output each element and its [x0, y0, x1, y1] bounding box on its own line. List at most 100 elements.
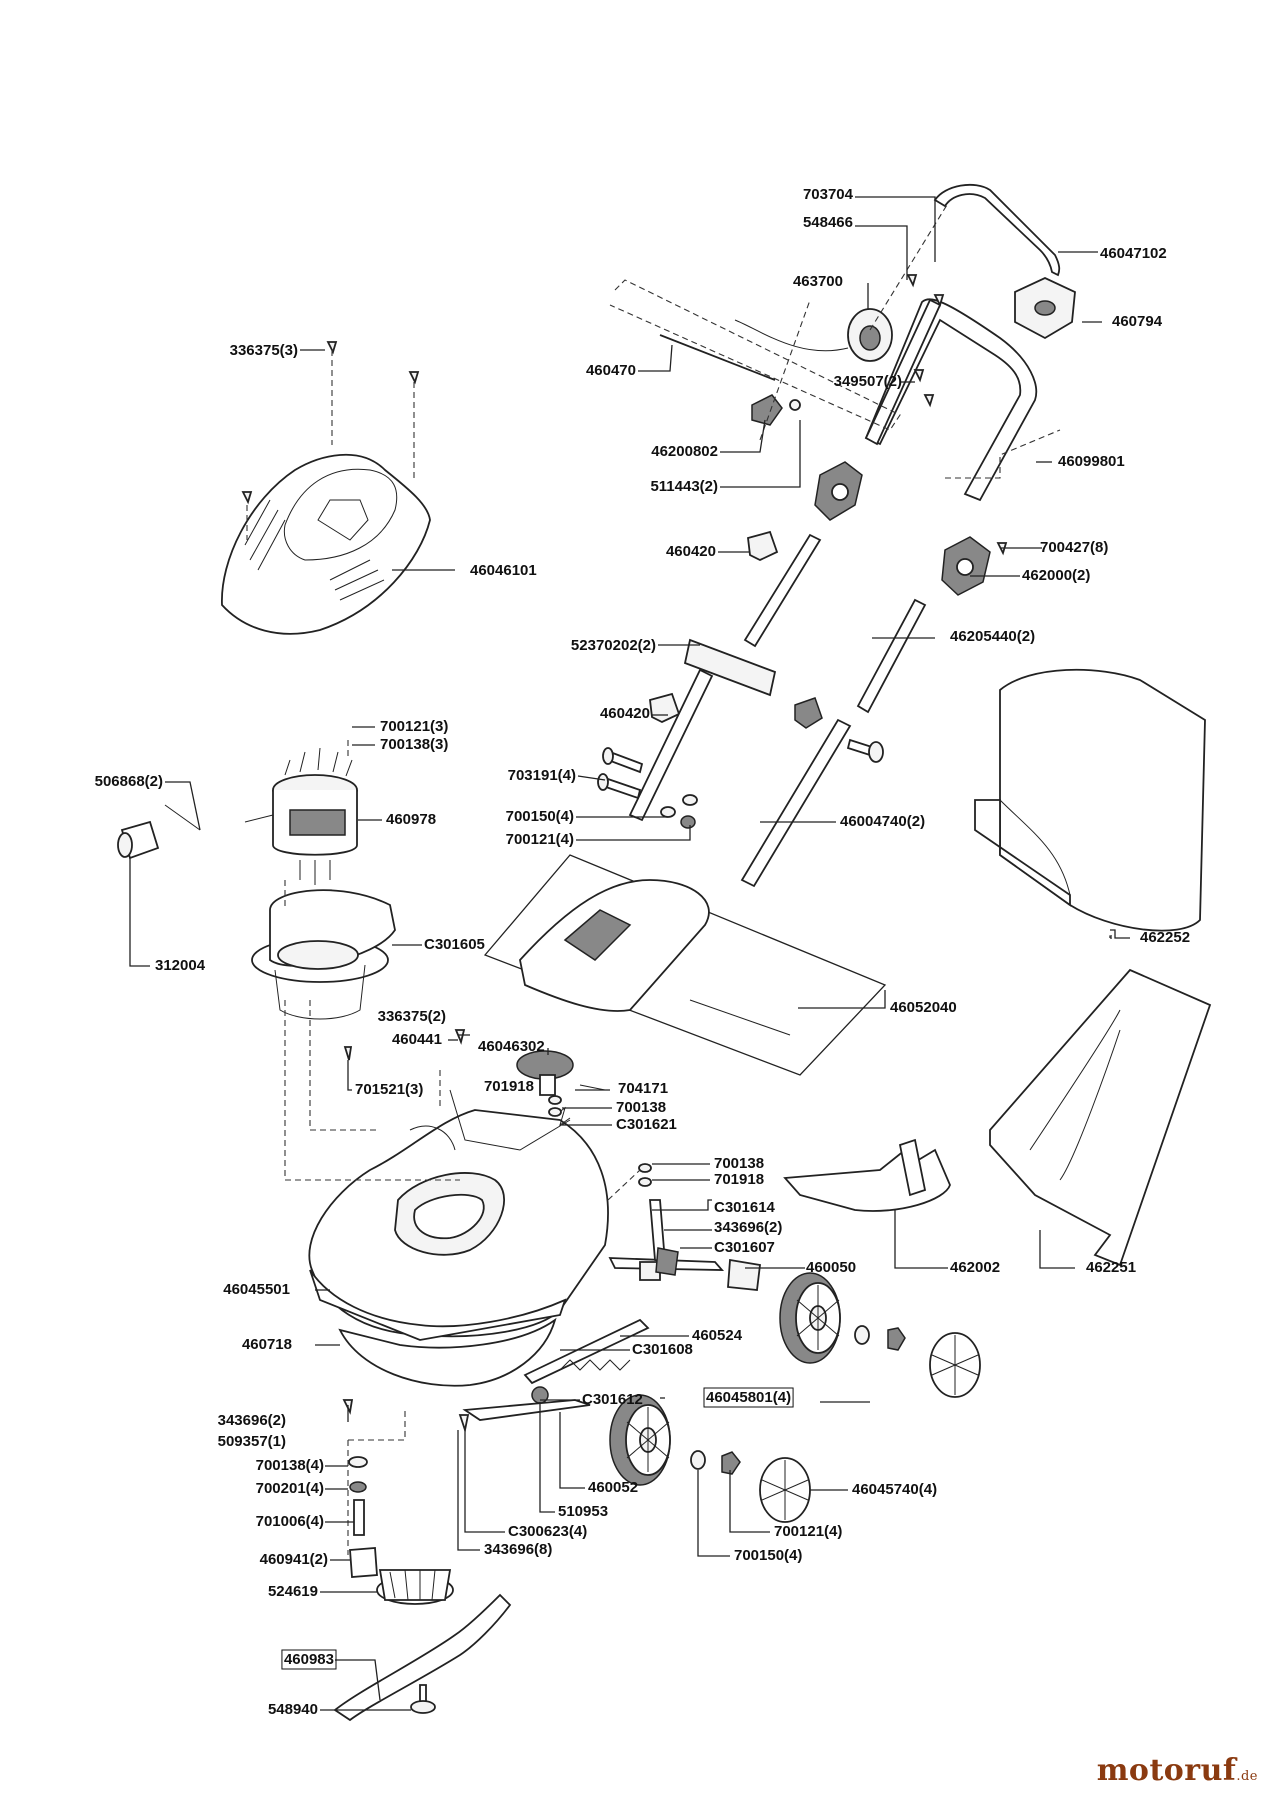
mid-handle-tube-right	[856, 598, 927, 714]
handle-knob-462000	[941, 536, 991, 596]
part-label: C300623(4)	[508, 1523, 587, 1540]
part-label: 701918	[714, 1171, 764, 1188]
spacer-460941	[349, 1547, 378, 1578]
cable-clip-460420-a	[747, 530, 779, 562]
part-label-box	[703, 1387, 794, 1408]
brand-tld: .de	[1236, 1769, 1258, 1784]
grass-bag-462252	[974, 668, 1206, 932]
part-label: 46200802	[651, 443, 718, 460]
nut-right	[887, 1327, 906, 1351]
mulch-plug-462002	[783, 1148, 951, 1212]
part-label: 46047102	[1100, 245, 1167, 262]
wing-nut	[794, 697, 823, 729]
deck-46045501	[308, 1089, 609, 1341]
part-label: 460470	[586, 362, 636, 379]
part-label: 46045501	[223, 1281, 290, 1298]
wire-506868	[164, 804, 201, 831]
part-label: 506868(2)	[95, 773, 163, 790]
part-label: 349507(2)	[834, 373, 902, 390]
part-label: 343696(8)	[484, 1541, 552, 1558]
part-label: 462002	[950, 1259, 1000, 1276]
part-label: 46045801(4)	[706, 1389, 791, 1406]
part-label: 46046101	[470, 562, 537, 579]
part-label: 700150(4)	[734, 1547, 802, 1564]
part-label: 460420	[600, 705, 650, 722]
lower-handle-tube-right	[740, 718, 852, 888]
part-label: 463700	[793, 273, 843, 290]
part-label: 460050	[806, 1259, 856, 1276]
brush-312004	[117, 820, 160, 860]
part-label: C301621	[616, 1116, 677, 1133]
mid-handle-tube-left	[743, 533, 822, 648]
handle-dashed-outline	[609, 279, 901, 431]
lower-handle-tube-left	[628, 668, 714, 822]
handle-knob-upper	[814, 461, 863, 521]
guide-plate-46052040	[483, 854, 887, 1076]
hub-cap-right	[929, 1332, 981, 1398]
part-label: 701918	[484, 1078, 534, 1095]
part-label: 700427(8)	[1040, 539, 1108, 556]
part-label: 509357(1)	[218, 1433, 286, 1450]
part-label: 548466	[803, 214, 853, 231]
part-drawings	[117, 183, 1212, 1722]
motor-cover-46046101	[221, 453, 431, 635]
brand-logo: motoruf.de	[1097, 1753, 1258, 1788]
part-label: 460941(2)	[260, 1551, 328, 1568]
part-label: 701006(4)	[256, 1513, 324, 1530]
handle-bolts-703191	[597, 747, 644, 800]
rear-wheel-46045801	[779, 1272, 841, 1364]
part-label: 511443(2)	[650, 478, 718, 495]
part-label: 700201(4)	[256, 1480, 324, 1497]
part-label: 700121(3)	[380, 718, 448, 735]
handle-nuts-700150	[660, 794, 698, 829]
part-label-box	[281, 1649, 337, 1670]
part-label: 701521(3)	[355, 1081, 423, 1098]
part-label: 336375(3)	[230, 342, 298, 359]
part-label: 46046302	[478, 1038, 545, 1055]
switch-box-460794	[1014, 277, 1076, 340]
part-label: 46052040	[890, 999, 957, 1016]
part-label: 700138	[616, 1099, 666, 1116]
part-label: 703191(4)	[508, 767, 576, 784]
washer-right	[854, 1325, 870, 1345]
part-label: 460718	[242, 1336, 292, 1353]
part-label: 510953	[558, 1503, 608, 1520]
grass-bag-frame-462251	[989, 968, 1212, 1267]
part-label: 343696(2)	[218, 1412, 286, 1429]
part-label: 462000(2)	[1022, 567, 1090, 584]
hub-cap-46045740	[759, 1457, 811, 1523]
part-label: 312004	[155, 957, 206, 974]
part-label: 700138(4)	[256, 1457, 324, 1474]
cross-bar-52370202	[683, 638, 777, 697]
part-label: 700121(4)	[774, 1523, 842, 1540]
part-label: C301605	[424, 936, 485, 953]
part-label: 460524	[692, 1327, 743, 1344]
cable-clip-46200802	[751, 394, 783, 426]
handle-bolt-right	[846, 738, 884, 763]
cable-clip-460420-b	[649, 692, 681, 724]
bolt-701006	[353, 1499, 365, 1536]
part-label: 462252	[1140, 929, 1190, 946]
part-labels: 70370454846646047102463700460794336375(3…	[95, 186, 1190, 1718]
part-label: 462251	[1086, 1259, 1136, 1276]
blade-bolt-548940	[410, 1684, 436, 1714]
part-label: C301607	[714, 1239, 775, 1256]
washer-700150	[690, 1450, 706, 1470]
part-label: 524619	[268, 1583, 318, 1600]
leader-lines	[129, 196, 1130, 1711]
part-label: 700150(4)	[506, 808, 574, 825]
brand-name: motoruf	[1096, 1753, 1237, 1788]
part-label: 700138(3)	[380, 736, 448, 753]
cable-clamp-463700	[734, 308, 893, 362]
washer-700201	[349, 1481, 367, 1493]
lever-46046302	[516, 1050, 606, 1127]
part-label: 460983	[284, 1651, 334, 1668]
assembly-guides	[246, 299, 811, 1555]
part-label: 460441	[392, 1031, 442, 1048]
part-label: 700138	[714, 1155, 764, 1172]
front-wheel-46045801	[609, 1394, 671, 1486]
upper-handle-bar	[933, 183, 1061, 277]
part-label: 343696(2)	[714, 1219, 782, 1236]
